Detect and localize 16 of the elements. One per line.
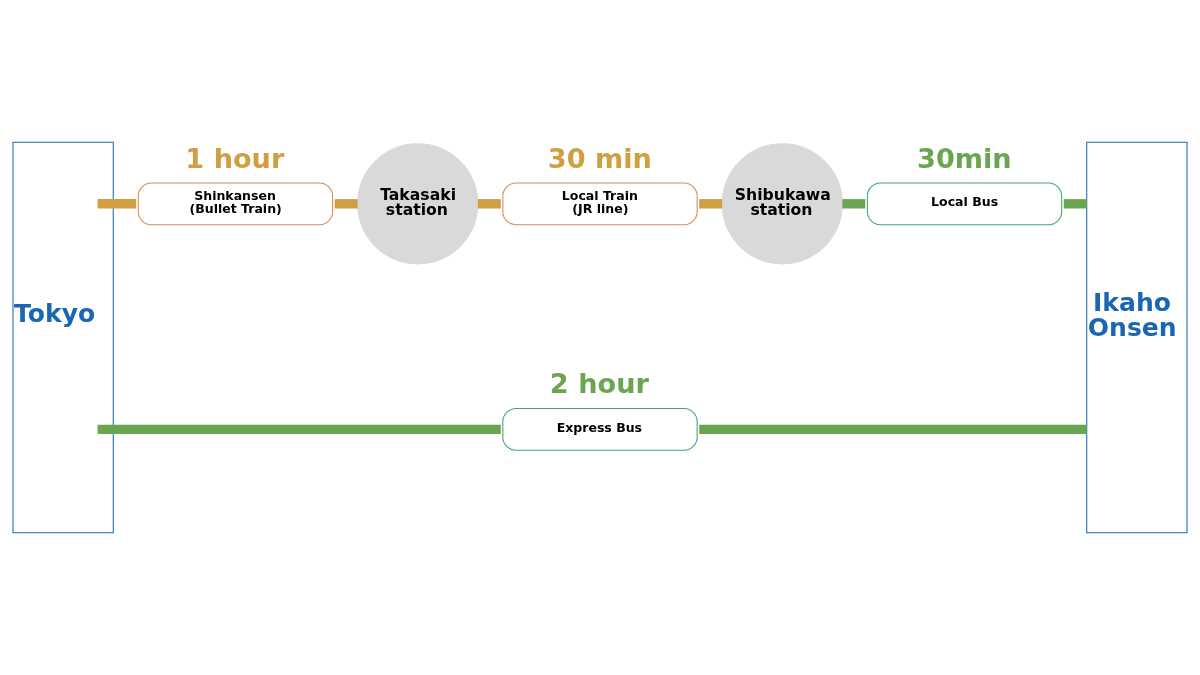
node-box: Tokyo	[12, 141, 114, 534]
connector	[699, 424, 1087, 435]
connector	[477, 199, 501, 209]
node-circle: Takasaki station	[357, 143, 479, 265]
node-circle: Shibukawa station	[721, 143, 843, 265]
connector	[699, 199, 723, 209]
connector	[334, 199, 358, 209]
node-label: 2 hour	[549, 368, 649, 400]
node-label: 1 hour	[185, 142, 285, 174]
connector	[842, 199, 866, 209]
node-box: Ikaho Onsen	[1086, 141, 1188, 534]
connector	[97, 424, 501, 435]
connector	[97, 199, 137, 209]
node-label: 30 min	[547, 142, 652, 174]
node-label: 30min	[917, 142, 1012, 174]
connector	[1063, 199, 1087, 209]
